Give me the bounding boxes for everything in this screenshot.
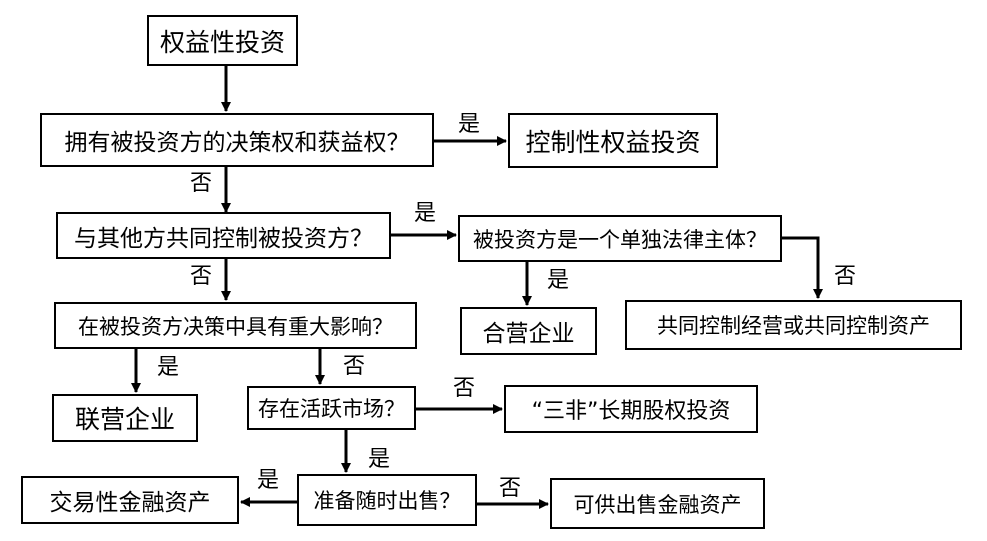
label-influence-yes: 是 [157, 355, 180, 380]
label-sell-yes: 是 [257, 468, 280, 493]
node-question-significant-influence: 在被投资方决策中具有重大影响？ [54, 302, 417, 349]
label-entity-yes: 是 [547, 268, 570, 293]
node-joint-operation: 共同控制经营或共同控制资产 [625, 300, 962, 350]
label-sell-no: 否 [499, 476, 522, 501]
node-question-joint-control: 与其他方共同控制被投资方？ [56, 212, 391, 259]
label-influence-no: 否 [343, 354, 366, 379]
node-joint-venture: 合营企业 [460, 307, 597, 355]
label-market-no: 否 [453, 376, 476, 401]
label-control-no: 否 [190, 171, 213, 196]
node-question-sell-soon: 准备随时出售？ [297, 474, 477, 526]
node-question-separate-entity: 被投资方是一个单独法律主体？ [458, 215, 782, 262]
label-entity-no: 否 [834, 264, 857, 289]
node-trading-asset: 交易性金融资产 [21, 476, 239, 524]
label-joint-yes: 是 [414, 201, 437, 226]
node-three-non-investment: “三非”长期股权投资 [504, 385, 758, 433]
node-afs-asset: 可供出售金融资产 [550, 478, 765, 529]
label-joint-no: 否 [190, 264, 213, 289]
node-equity-investment: 权益性投资 [147, 15, 298, 66]
node-associate: 联营企业 [52, 394, 198, 442]
node-question-control: 拥有被投资方的决策权和获益权？ [40, 113, 434, 167]
node-control-investment: 控制性权益投资 [508, 113, 718, 168]
arrow-entity-no [782, 236, 823, 299]
node-question-active-market: 存在活跃市场？ [247, 386, 416, 430]
label-control-yes: 是 [458, 112, 481, 137]
label-market-yes: 是 [368, 447, 391, 472]
